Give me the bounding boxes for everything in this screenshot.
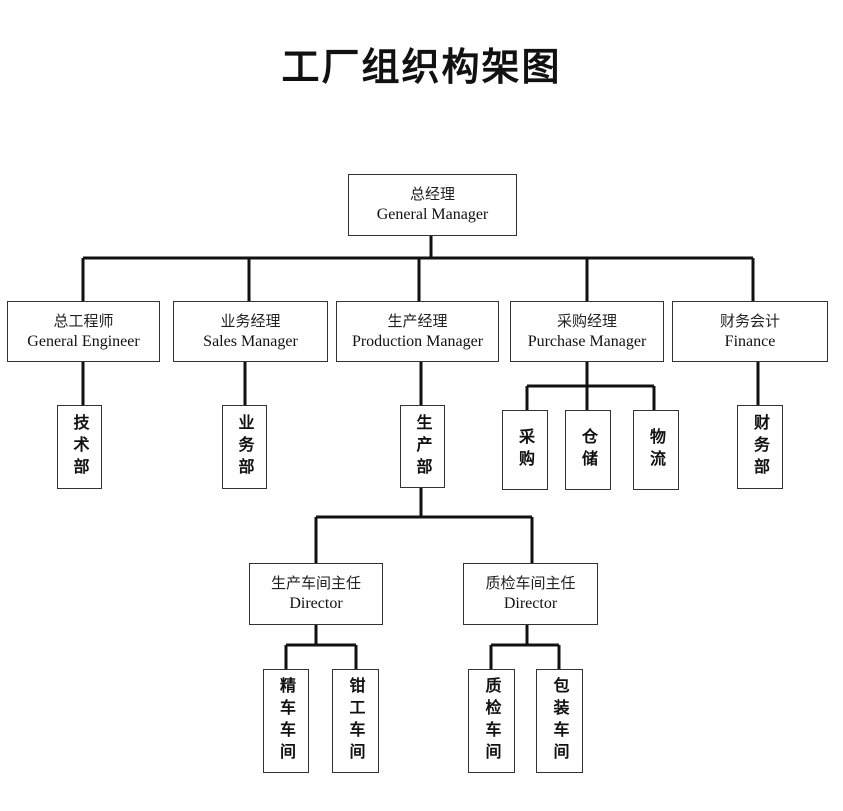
manager-box-sales-manager: 业务经理 Sales Manager: [173, 301, 328, 362]
manager-zh: 财务会计: [719, 311, 780, 330]
workshop-label: 钳工车间: [346, 677, 366, 765]
department-box-logistics: 物流: [633, 410, 679, 490]
department-label: 财务部: [751, 414, 770, 480]
workshop-label: 包装车间: [550, 677, 570, 765]
workshop-label: 质检车间: [482, 677, 502, 765]
manager-zh: 采购经理: [556, 311, 617, 330]
department-box-purchasing: 采购: [502, 410, 548, 490]
manager-en: Production Manager: [351, 332, 484, 350]
manager-en: Purchase Manager: [527, 332, 647, 350]
manager-box-general-engineer: 总工程师 General Engineer: [7, 301, 160, 362]
department-box-finance: 财务部: [737, 405, 783, 489]
department-box-sales: 业务部: [222, 405, 267, 489]
director-box-production: 生产车间主任 Director: [249, 563, 383, 625]
general-manager-en: General Manager: [376, 206, 489, 223]
department-label: 技术部: [70, 414, 90, 480]
manager-box-purchase-manager: 采购经理 Purchase Manager: [510, 301, 664, 362]
workshop-box-finishing: 精车车间: [263, 669, 309, 773]
manager-box-production-manager: 生产经理 Production Manager: [336, 301, 499, 362]
department-label: 采购: [516, 428, 535, 472]
manager-en: Finance: [724, 332, 776, 350]
department-label: 生产部: [413, 413, 433, 480]
department-label: 业务部: [235, 414, 255, 480]
director-en: Director: [503, 595, 558, 612]
workshop-label: 精车车间: [277, 677, 296, 765]
manager-en: Sales Manager: [203, 332, 298, 350]
workshop-box-fitting: 钳工车间: [332, 669, 379, 773]
general-manager-zh: 总经理: [409, 185, 455, 203]
manager-box-finance: 财务会计 Finance: [672, 301, 828, 362]
director-en: Director: [289, 595, 343, 612]
department-box-tech: 技术部: [57, 405, 102, 489]
manager-zh: 总工程师: [53, 311, 114, 330]
director-box-quality: 质检车间主任 Director: [463, 563, 598, 625]
manager-en: General Engineer: [27, 332, 140, 350]
department-box-storage: 仓储: [565, 410, 611, 490]
page-title: 工厂组织构架图: [281, 45, 562, 89]
director-zh: 质检车间主任: [485, 574, 576, 592]
director-zh: 生产车间主任: [270, 574, 361, 592]
workshop-box-packaging: 包装车间: [536, 669, 583, 773]
manager-zh: 生产经理: [387, 311, 448, 330]
department-label: 仓储: [579, 428, 598, 472]
department-box-production: 生产部: [400, 405, 445, 488]
workshop-box-quality: 质检车间: [468, 669, 515, 773]
general-manager-box: 总经理 General Manager: [348, 174, 517, 236]
manager-zh: 业务经理: [220, 311, 281, 330]
department-label: 物流: [647, 428, 666, 472]
